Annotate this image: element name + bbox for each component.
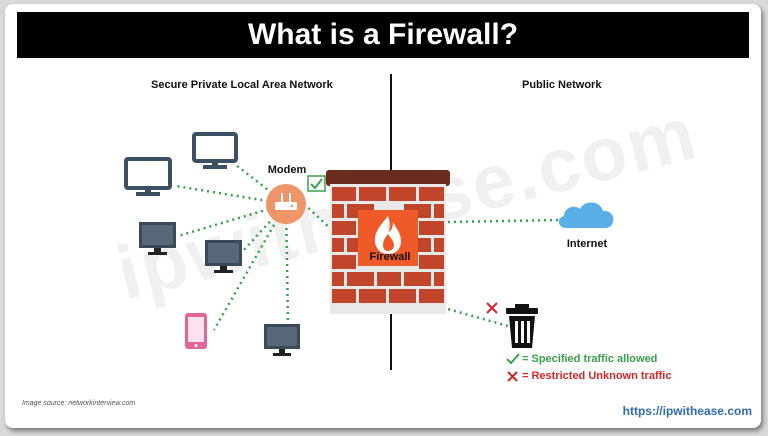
title-bar: What is a Firewall? [17,12,749,58]
router-icon [266,184,306,224]
left-section-label: Secure Private Local Area Network [151,79,333,91]
desktop-monitor-icon [139,222,176,255]
link-phone [212,203,288,331]
desktop-monitor-icon [205,240,242,273]
link-modem-firewall [303,203,333,231]
site-url-link[interactable]: https://ipwithease.com [622,404,752,418]
smartphone-icon [185,313,207,349]
link-monitor-2 [235,164,287,205]
modem-label: Modem [268,164,307,176]
firewall-label: Firewall [370,251,411,263]
check-icon [506,353,520,365]
check-icon [307,175,326,192]
flame-icon [374,216,401,254]
image-source: Image source: networkinterview.com [22,400,136,407]
legend-allowed: = Specified traffic allowed [522,353,657,365]
link-firewall-internet [447,218,561,224]
legend-restricted: = Restricted Unknown traffic [522,370,671,382]
link-monitor-4 [241,203,287,253]
cloud-icon [558,202,614,228]
brick-wall-icon [326,170,450,314]
cross-icon [507,371,518,382]
trash-bin-icon [506,304,538,348]
legend-allowed-text: = Specified traffic allowed [522,353,658,365]
cross-icon [486,302,498,314]
page-title: What is a Firewall? [247,18,519,51]
desktop-monitor-icon [264,324,300,356]
right-section-label: Public Network [522,79,602,91]
desktop-monitor-icon [124,157,172,196]
desktop-monitor-icon [192,132,238,169]
internet-label: Internet [567,238,608,250]
legend-restricted-text: = Restricted Unknown traffic [522,370,672,382]
